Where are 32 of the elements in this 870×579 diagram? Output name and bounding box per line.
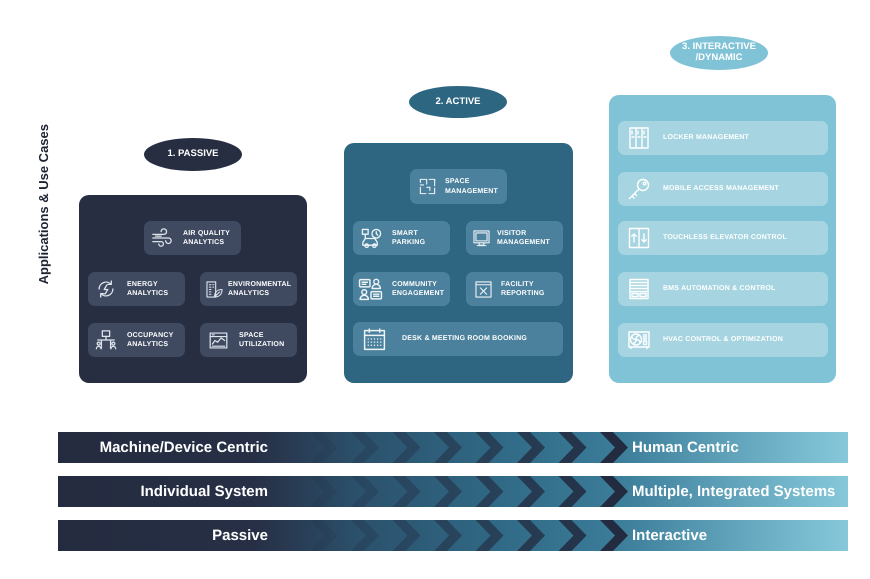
use-case-tile [618, 172, 828, 206]
use-case-tile [200, 272, 297, 306]
stage-title: 2. ACTIVE [435, 96, 481, 108]
category-panel [609, 95, 836, 383]
use-case-tile [466, 221, 563, 255]
use-case-tile [353, 272, 450, 306]
band-start-label: Passive [212, 526, 268, 545]
use-case-tile [88, 272, 185, 306]
use-case-tile [618, 221, 828, 255]
vertical-heading: Applications & Use Cases [36, 124, 51, 284]
progression-band [58, 432, 848, 463]
band-start-label: Individual System [140, 482, 268, 501]
progression-band [58, 476, 848, 507]
use-case-tile [410, 169, 507, 204]
band-end-label: Human Centric [632, 438, 739, 457]
band-start-label: Machine/Device Centric [100, 438, 268, 457]
use-case-tile [144, 221, 241, 255]
band-end-label: Multiple, Integrated Systems [632, 482, 836, 501]
use-case-tile [618, 323, 828, 357]
stage-title: 3. INTERACTIVE /DYNAMIC [681, 42, 757, 64]
use-case-tile [353, 322, 563, 356]
use-case-tile [200, 323, 297, 357]
category-panel [344, 143, 573, 383]
use-case-tile [466, 272, 563, 306]
use-case-tile [88, 323, 185, 357]
use-case-tile [618, 272, 828, 306]
use-case-tile [353, 221, 450, 255]
use-case-tile [618, 121, 828, 155]
band-end-label: Interactive [632, 526, 708, 545]
stage-title: 1. PASSIVE [167, 149, 219, 160]
progression-band [58, 520, 848, 551]
category-panel [79, 195, 307, 383]
